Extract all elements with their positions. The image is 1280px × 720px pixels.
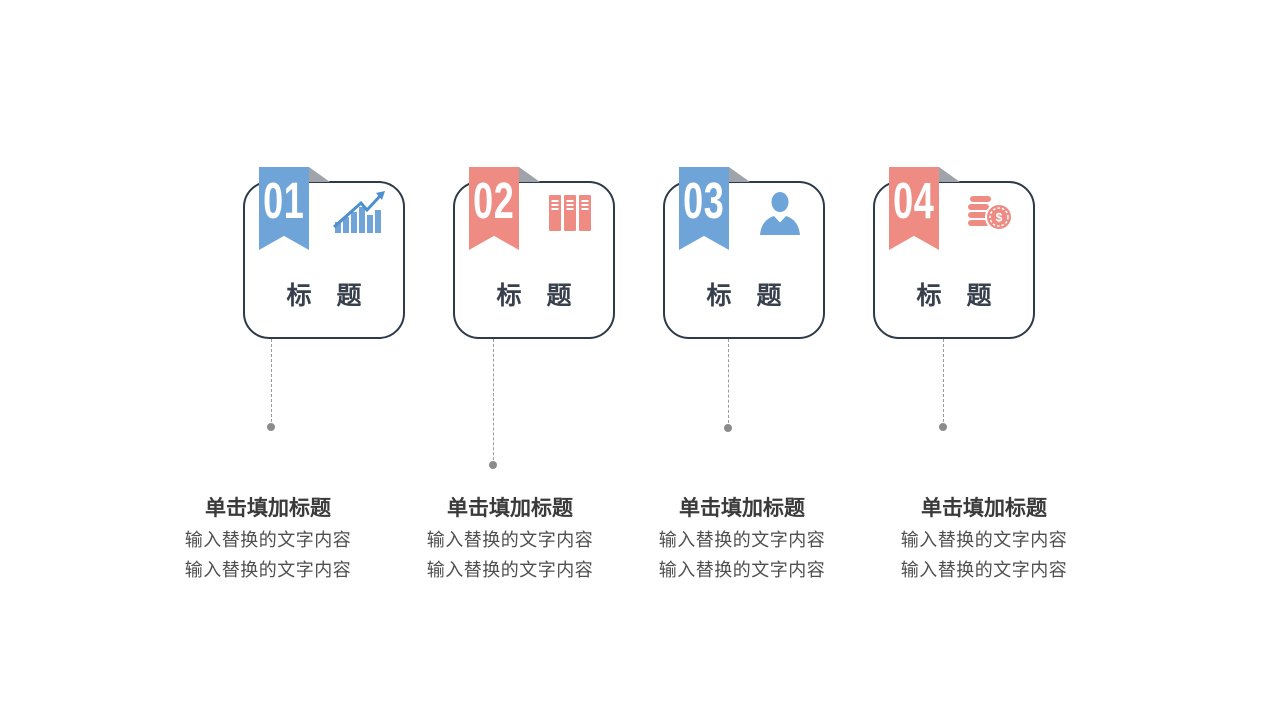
caption-heading-3: 单击填加标题 — [679, 497, 805, 520]
caption-line: 输入替换的文字内容 — [426, 560, 594, 580]
caption-block-3: 单击填加标题 输入替换的文字内容 输入替换的文字内容 — [632, 497, 852, 585]
bar-chart-growth-icon — [331, 190, 389, 236]
step-number-1: 01 — [263, 171, 305, 230]
caption-heading-4: 单击填加标题 — [921, 497, 1047, 520]
caption-line: 输入替换的文字内容 — [184, 560, 352, 580]
connector-line-4 — [939, 339, 947, 431]
caption-line: 输入替换的文字内容 — [900, 560, 1068, 580]
ribbon-fold-icon — [519, 167, 540, 182]
card-title-1: 标 题 — [286, 282, 371, 310]
card-title-2: 标 题 — [496, 282, 581, 310]
step-card-group-4: 04 $ 标 题 — [873, 167, 1035, 431]
caption-line: 输入替换的文字内容 — [658, 530, 826, 550]
connector-line-3 — [724, 339, 732, 432]
ribbon-fold-icon — [729, 167, 750, 182]
svg-text:$: $ — [996, 211, 1003, 225]
step-card-group-2: 02 标 题 — [453, 167, 615, 469]
bar-chart-growth-icon-svg — [333, 191, 385, 233]
coins-dollar-icon: $ — [961, 190, 1019, 236]
caption-line: 输入替换的文字内容 — [426, 530, 594, 550]
step-number-4: 04 — [893, 171, 935, 230]
caption-block-1: 单击填加标题 输入替换的文字内容 输入替换的文字内容 — [158, 497, 378, 585]
caption-block-2: 单击填加标题 输入替换的文字内容 输入替换的文字内容 — [400, 497, 620, 585]
coins-dollar-icon-svg: $ — [968, 196, 1013, 231]
businessman-icon-svg — [760, 192, 800, 235]
number-ribbon-2: 02 — [469, 167, 519, 250]
caption-line: 输入替换的文字内容 — [900, 530, 1068, 550]
card-title-4: 标 题 — [916, 282, 1001, 310]
number-ribbon-3: 03 — [679, 167, 729, 250]
step-number-2: 02 — [473, 171, 515, 230]
ribbon-fold-icon — [309, 167, 330, 182]
books-icon — [541, 190, 599, 236]
card-title-3: 标 题 — [706, 282, 791, 310]
books-icon-svg — [549, 195, 591, 231]
caption-line: 输入替换的文字内容 — [184, 530, 352, 550]
step-number-3: 03 — [683, 171, 725, 230]
step-card-group-3: 03 标 题 — [663, 167, 825, 432]
caption-block-4: 单击填加标题 输入替换的文字内容 输入替换的文字内容 — [874, 497, 1094, 585]
caption-heading-1: 单击填加标题 — [205, 497, 331, 520]
caption-heading-2: 单击填加标题 — [447, 497, 573, 520]
connector-line-1 — [267, 339, 275, 431]
connector-line-2 — [489, 339, 497, 469]
step-card-group-1: 01 标 题 — [243, 167, 405, 431]
ribbon-fold-icon — [939, 167, 960, 182]
businessman-icon — [751, 190, 809, 236]
caption-line: 输入替换的文字内容 — [658, 560, 826, 580]
